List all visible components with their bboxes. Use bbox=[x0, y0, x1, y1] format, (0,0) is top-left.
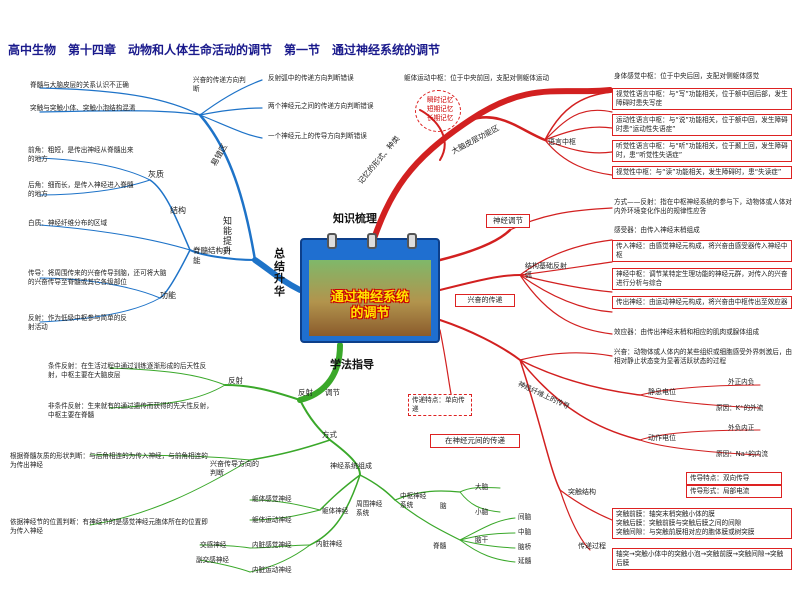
summary-skill-label: 知能提升 bbox=[223, 217, 233, 257]
synapse-structure-label: 突触结构 bbox=[568, 488, 596, 496]
between-neurons-label: 在神经元间的传递 bbox=[430, 434, 520, 449]
between-feature: 传递特点：单向传递 bbox=[408, 394, 472, 416]
direction-item-3: 一个神经元上的传导方向判断错误 bbox=[268, 132, 367, 140]
somatic-item-1: 躯体感觉神经 bbox=[252, 495, 292, 503]
center-photo: 通过神经系统 的调节 bbox=[309, 260, 431, 336]
zone-item-2: 突触与突触小体、突触小泡结构混淆 bbox=[30, 104, 136, 112]
synapse-items: 突触前膜：轴突末梢突触小体的膜 突触后膜：突触前膜与突触后膜之间的间隙 突触间隙… bbox=[612, 508, 792, 539]
function-item-2: 反射：作为低级中枢参与简单的反射活动 bbox=[28, 314, 127, 331]
transmission-process: 轴突→突触小体中的突触小泡→突触前膜→突触间隙→突触后膜 bbox=[612, 548, 792, 570]
position-label: 反射 bbox=[298, 388, 313, 397]
structure-item-2: 后角：细而长，是传入神经进入脊髓的地方 bbox=[28, 181, 134, 198]
synapse-item-3: 突触间隙：与突触前膜相对应的胞体膜或树突膜 bbox=[616, 527, 755, 536]
stem-item-4: 延髓 bbox=[518, 557, 532, 565]
central-nervous-label: 中枢神经系统 bbox=[400, 492, 427, 509]
cortex-item-4: 听觉性语言中枢：与“听”功能相关，位于颞上回，发生障碍时，患“听觉性失语症” bbox=[612, 140, 792, 162]
resting-potential-label: 静息电位 bbox=[648, 388, 676, 396]
memory-item-3: 长期记忆 bbox=[427, 114, 454, 122]
gray-matter-label: 灰质 bbox=[148, 170, 164, 179]
page-title: 高中生物 第十四章 动物和人体生命活动的调节 第一节 通过神经系统的调节 bbox=[8, 43, 441, 57]
zone-item-1: 脊髓与大脑皮层的关系认识不正确 bbox=[30, 81, 129, 89]
function-label: 功能 bbox=[160, 291, 176, 300]
structure-label: 结构 bbox=[170, 206, 186, 215]
arc-item-4: 传出神经：由运动神经元构成，将兴奋由中枢传出至效应器 bbox=[612, 296, 792, 309]
cortex-item-1: 身体感觉中枢：位于中央后回，支配对侧躯体感觉 bbox=[614, 72, 760, 80]
stem-item-3: 脑桥 bbox=[518, 543, 532, 551]
structure-item-1: 前角：粗短，是传出神经从脊髓出来的地方 bbox=[28, 146, 134, 163]
arc-item-1: 感受器：由传入神经末梢组成 bbox=[614, 226, 700, 234]
direction-item-2: 两个神经元之间的传递方向判断错误 bbox=[268, 102, 374, 110]
synapse-item-2: 突触后膜：突触前膜与突触后膜之间的间隙 bbox=[616, 518, 742, 527]
brain-item-2: 小脑 bbox=[475, 508, 489, 516]
cortex-item-2: 视觉性语言中枢：与“写”功能相关，位于额中回后部，发生障碍时患失写症 bbox=[612, 88, 792, 110]
resting-reason: 原因：K⁺的外流 bbox=[716, 404, 764, 412]
reflex-item-2: 非条件反射：生来就有的通过遗传而获得的先天性反射，中枢主要在脊髓 bbox=[48, 402, 213, 419]
spinal-label: 脊髓结构功能 bbox=[193, 246, 231, 266]
reflex-item-1: 条件反射：在生活过程中通过训练逐渐形成的后天性反射，中枢主要在大脑皮层 bbox=[48, 362, 207, 379]
function-item-1: 传导：将周围传来的兴奋传导到脑，还可将大脑的兴奋传导至脊髓或其它各级部位 bbox=[28, 269, 167, 286]
center-topic-card: 通过神经系统 的调节 bbox=[300, 233, 440, 343]
visceral-item-2: 内脏运动神经 bbox=[252, 566, 292, 574]
action-potential-label: 动作电位 bbox=[648, 434, 676, 442]
branch-summary: 总结升华 bbox=[274, 247, 285, 298]
visceral-item-1: 内脏感觉神经 bbox=[252, 541, 292, 549]
arc-item-2: 传入神经：由感觉神经元构成，将兴奋由感受器传入神经中枢 bbox=[612, 240, 792, 262]
excitation-transmission-label: 兴奋的传递 bbox=[455, 294, 515, 308]
memory-item-2: 短期记忆 bbox=[427, 105, 454, 113]
direction-judge-label: 兴奋的传递方向判断 bbox=[193, 76, 246, 93]
autonomic-item-2: 副交感神经 bbox=[196, 556, 229, 564]
action-outer: 外负内正 bbox=[728, 424, 755, 432]
neuro-regulation-label: 神经调节 bbox=[486, 214, 530, 229]
direction-item-1: 反射弧中的传递方向判断错误 bbox=[268, 74, 354, 82]
cortex-item-5: 视觉性中枢：与“读”功能相关，发生障碍时，患“失读症” bbox=[612, 166, 792, 179]
brainstem-label: 脑干 bbox=[475, 536, 489, 544]
somatic-item-2: 躯体运动神经 bbox=[252, 516, 292, 524]
branch-study: 学法指导 bbox=[330, 358, 374, 371]
binder-ring bbox=[367, 233, 377, 249]
regulation-label: 调节 bbox=[325, 388, 340, 397]
resting-outer: 外正内负 bbox=[728, 378, 755, 386]
reflex-definition: 方式——反射：指在中枢神经系统的参与下，动物体或人体对内外环境变化作出的规律性应… bbox=[614, 198, 793, 215]
excitation-definition: 兴奋：动物体或人体内的某些组织或细胞感受外界刺激后，由相对静止状态变为显著活跃状… bbox=[614, 348, 793, 365]
brain-label: 脑 bbox=[440, 502, 447, 510]
conduction-feature: 传导特点：双向传导 bbox=[686, 472, 782, 485]
stem-item-1: 间脑 bbox=[518, 513, 532, 521]
memory-item-1: 瞬时记忆 bbox=[427, 96, 454, 104]
reflex-label: 反射 bbox=[228, 376, 243, 385]
judge-label: 兴奋传导方向的判断 bbox=[210, 460, 259, 478]
visceral-label: 内脏神经 bbox=[316, 540, 343, 548]
arc-item-5: 效应器：由传出神经末梢和相应的肌肉或腺体组成 bbox=[614, 328, 760, 336]
transmission-process-label: 传递过程 bbox=[578, 542, 606, 550]
brain-item-1: 大脑 bbox=[475, 483, 489, 491]
language-center-label: 语言中枢 bbox=[548, 138, 576, 146]
somatic-label: 躯体神经 bbox=[322, 507, 349, 515]
branch-knowledge: 知识梳理 bbox=[333, 212, 377, 225]
spinal-cord-label: 脊髓 bbox=[433, 542, 447, 550]
nervous-system-label: 神经系统组成 bbox=[330, 462, 372, 470]
stem-item-2: 中脑 bbox=[518, 528, 532, 536]
reflex-arc-label: 结构基础反射弧 bbox=[525, 262, 567, 280]
action-reason: 原因：Na⁺的内流 bbox=[716, 450, 769, 458]
synapse-item-1: 突触前膜：轴突末梢突触小体的膜 bbox=[616, 510, 715, 518]
binder-ring bbox=[327, 233, 337, 249]
binder-ring bbox=[407, 233, 417, 249]
judge-item-1: 根据脊髓灰质的形状判断：与后角相连的为传入神经，与前角相连的为传出神经 bbox=[10, 452, 208, 469]
center-topic-line1: 通过神经系统 bbox=[330, 290, 409, 305]
cortex-item-3: 运动性语言中枢：与“说”功能相关，位于额中回，发生障碍时患“运动性失语症” bbox=[612, 114, 792, 136]
arc-item-3: 神经中枢：调节某特定生理功能的神经元群，对传入的兴奋进行分析与综合 bbox=[612, 268, 792, 290]
memory-cloud bbox=[415, 90, 461, 132]
method-label: 方式 bbox=[322, 430, 337, 439]
conduction-form: 传导形式：局部电流 bbox=[686, 485, 782, 498]
peripheral-nervous-label: 周围神经系统 bbox=[356, 500, 383, 517]
autonomic-item-1: 交感神经 bbox=[200, 541, 227, 549]
structure-item-3: 白质：神经纤维分布的区域 bbox=[28, 219, 108, 227]
judge-item-2: 依据神经节的位置判断：有神经节的是感觉神经元胞体所在的位置即为传入神经 bbox=[10, 518, 208, 535]
center-topic-line2: 的调节 bbox=[350, 306, 390, 322]
center-topic-label: 通过神经系统 的调节 bbox=[309, 290, 431, 323]
cortex-top-item: 躯体运动中枢：位于中央前回，支配对侧躯体运动 bbox=[404, 74, 550, 82]
